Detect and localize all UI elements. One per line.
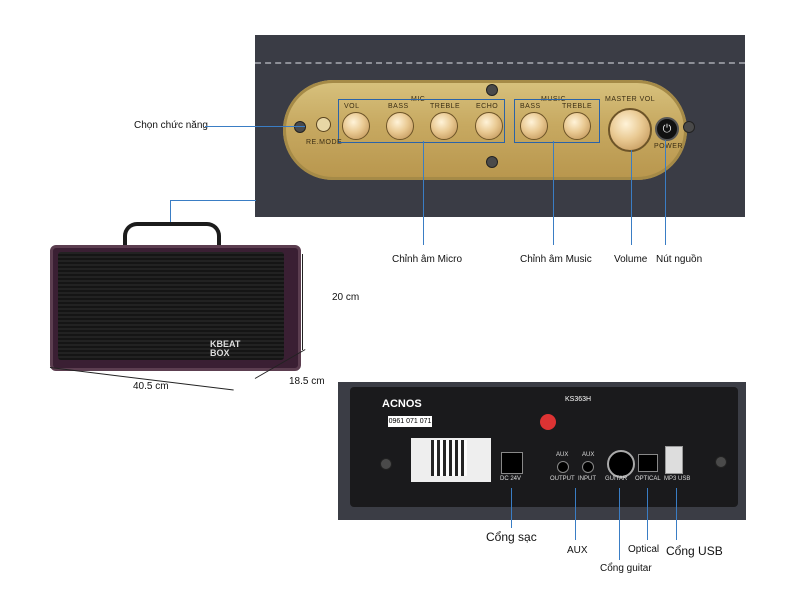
knob-label-echo: ECHO — [476, 103, 499, 110]
knob-label-vol: VOL — [344, 103, 360, 110]
port-label-aux-in: INPUT — [578, 476, 596, 482]
music-treble-knob[interactable] — [563, 112, 591, 140]
callout-line — [170, 200, 171, 224]
screw-icon — [486, 84, 498, 96]
aux-input-port[interactable] — [582, 461, 594, 473]
optical-port[interactable] — [638, 454, 658, 472]
knob-label-music-bass: BASS — [520, 103, 541, 110]
port-label-guitar: GUITAR — [605, 476, 628, 482]
port-label-dc: DC 24V — [500, 476, 522, 482]
callout-line — [205, 126, 305, 127]
port-label-optical: OPTICAL — [635, 476, 661, 482]
mode-button[interactable] — [316, 117, 331, 132]
port-label-aux-in-top: AUX — [582, 452, 595, 458]
callout-volume: Volume — [614, 254, 648, 265]
power-icon[interactable]: ⏻ — [655, 117, 679, 141]
music-bass-knob[interactable] — [520, 112, 548, 140]
logo-line2: BOX — [210, 348, 230, 358]
callout-line — [676, 488, 677, 540]
callout-line — [511, 488, 512, 528]
speaker-grille — [58, 252, 284, 360]
logo-line1: KBEAT — [210, 339, 241, 349]
callout-line — [631, 150, 632, 245]
qr-code-icon — [431, 440, 467, 476]
dimension-width: 40.5 cm — [133, 381, 169, 392]
callout-nut-nguon: Nút nguồn — [656, 254, 703, 265]
callout-line — [647, 488, 648, 540]
callout-optical: Optical — [628, 544, 660, 555]
warning-sticker — [540, 414, 556, 430]
callout-line — [423, 141, 424, 245]
callout-line — [553, 141, 554, 245]
mic-treble-knob[interactable] — [430, 112, 458, 140]
power-label: POWER — [654, 143, 683, 150]
guitar-port[interactable] — [607, 450, 635, 478]
callout-line — [619, 488, 620, 560]
callout-cong-usb: Cổng USB — [666, 544, 723, 558]
port-label-aux-out-top: AUX — [556, 452, 569, 458]
screw-icon — [486, 156, 498, 168]
knob-label-music-treble: TREBLE — [562, 103, 593, 110]
callout-cong-sac: Cổng sạc — [486, 530, 537, 544]
screw-icon — [380, 458, 392, 470]
callout-chinh-am-micro: Chỉnh âm Micro — [392, 254, 463, 265]
screw-icon — [294, 121, 306, 133]
callout-chinh-am-music: Chỉnh âm Music — [520, 254, 592, 265]
mic-vol-knob[interactable] — [342, 112, 370, 140]
callout-line — [575, 488, 576, 540]
phone-number: 0961 071 071 — [388, 416, 432, 427]
aux-output-port[interactable] — [557, 461, 569, 473]
speaker-logo: KBEAT BOX — [210, 340, 240, 358]
music-group-box — [514, 99, 600, 143]
dc-port[interactable] — [501, 452, 523, 474]
knob-label-bass: BASS — [388, 103, 409, 110]
dimension-height: 20 cm — [332, 292, 360, 303]
callout-line — [665, 140, 666, 245]
mic-echo-knob[interactable] — [475, 112, 503, 140]
master-vol-label: MASTER VOL — [605, 96, 656, 103]
master-volume-knob[interactable] — [608, 108, 652, 152]
usb-port[interactable] — [665, 446, 683, 474]
screw-icon — [683, 121, 695, 133]
dimension-line-height — [302, 254, 303, 350]
qr-label — [411, 438, 491, 482]
knob-label-treble: TREBLE — [430, 103, 461, 110]
remode-label: RE.MODE — [306, 139, 343, 146]
port-label-aux-out: OUTPUT — [550, 476, 575, 482]
brand-logo: ACNOS — [382, 398, 422, 410]
callout-chon-chuc-nang: Chọn chức năng — [134, 120, 208, 131]
dimension-depth: 18.5 cm — [289, 376, 325, 387]
mic-group-box — [338, 99, 505, 143]
screw-icon — [715, 456, 727, 468]
callout-line — [170, 200, 256, 201]
port-label-usb: MP3 USB — [664, 476, 691, 482]
speaker-handle — [123, 222, 221, 256]
model-label: KS363H — [565, 396, 592, 403]
callout-aux: AUX — [567, 545, 588, 556]
mic-bass-knob[interactable] — [386, 112, 414, 140]
callout-cong-guitar: Cổng guitar — [600, 563, 652, 574]
